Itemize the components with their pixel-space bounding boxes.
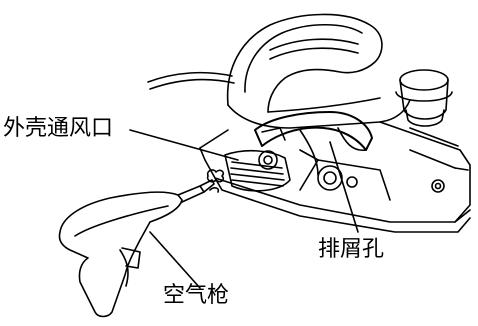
- power-cord: [147, 71, 235, 90]
- chip-outlet-label: 排屑孔: [318, 237, 385, 262]
- leader-line-vent: [129, 129, 239, 161]
- leader-line-air-gun: [149, 231, 201, 289]
- air-gun-label: 空气枪: [163, 283, 230, 308]
- vent-label: 外壳通风口: [3, 116, 114, 141]
- planer-body: [199, 13, 471, 233]
- air-gun: [58, 179, 215, 318]
- leader-line-chip-outlet: [329, 141, 359, 233]
- air-blast: [206, 169, 225, 193]
